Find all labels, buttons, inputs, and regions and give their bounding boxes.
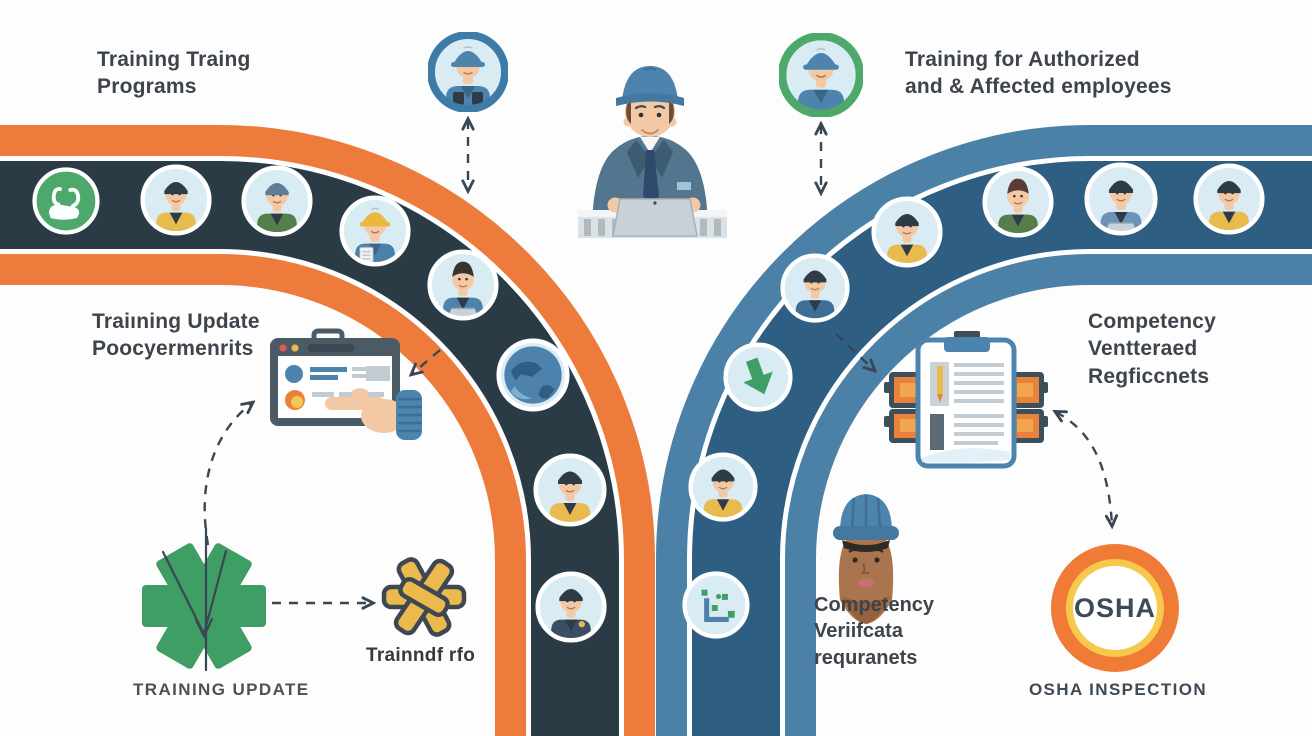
label-competency-caption: Competency Veriifcata requranets [814, 592, 934, 671]
label-training-programs: Training Traing Programs [97, 46, 251, 101]
label-training-update-req: Traiıning Update Poocyermenrits [92, 308, 260, 363]
label-line: Traiıning Update [92, 310, 260, 333]
dashed-arrow-clipboard-to-osha [1056, 412, 1112, 525]
label-line: Training for Authorized [905, 48, 1140, 71]
label-line: TRAINING UPDATE [133, 680, 310, 699]
label-gear-caption: Trainndf rfo [366, 645, 475, 667]
label-line: OSHA INSPECTION [1028, 680, 1208, 699]
dashed-arrow-gear-to-browser [203, 403, 252, 546]
label-competency-verified: Competency Ventteraed Regficcnets [1088, 308, 1216, 390]
label-training-authorized: Training for Authorized and & Affected e… [905, 46, 1172, 101]
label-osha-caption: OSHA INSPECTION [988, 680, 1248, 700]
label-line: Poocyermenrits [92, 337, 254, 361]
label-line: Competency [1088, 310, 1217, 333]
label-line: Veriifcata [814, 620, 903, 643]
label-line: Programs [97, 75, 197, 99]
competency-checklist-icon [884, 331, 1048, 469]
label-line: Trainndf rfo [366, 645, 476, 666]
label-training-update-caption: TRAINING UPDATE [133, 680, 310, 700]
label-line: Competency [814, 594, 935, 616]
worker-face-icon [833, 494, 899, 624]
dashed-arrow-to-clipboard [835, 333, 874, 370]
label-line: requranets [814, 646, 918, 669]
label-line: Regficcnets [1088, 364, 1210, 388]
label-line: Ventteraed [1088, 337, 1198, 361]
training-browser-icon [270, 328, 422, 440]
dashed-arrow-to-browser [412, 349, 441, 374]
instructor-figure [578, 66, 727, 238]
label-line: and & Affected employees [905, 75, 1172, 99]
label-line: Training Traing [97, 48, 251, 71]
training-info-gear-icon [381, 557, 467, 637]
training-update-gear-icon [142, 526, 266, 672]
osha-badge-text: OSHA [1073, 592, 1156, 623]
osha-badge: OSHA [1066, 559, 1164, 657]
training-path-orange [0, 125, 655, 736]
